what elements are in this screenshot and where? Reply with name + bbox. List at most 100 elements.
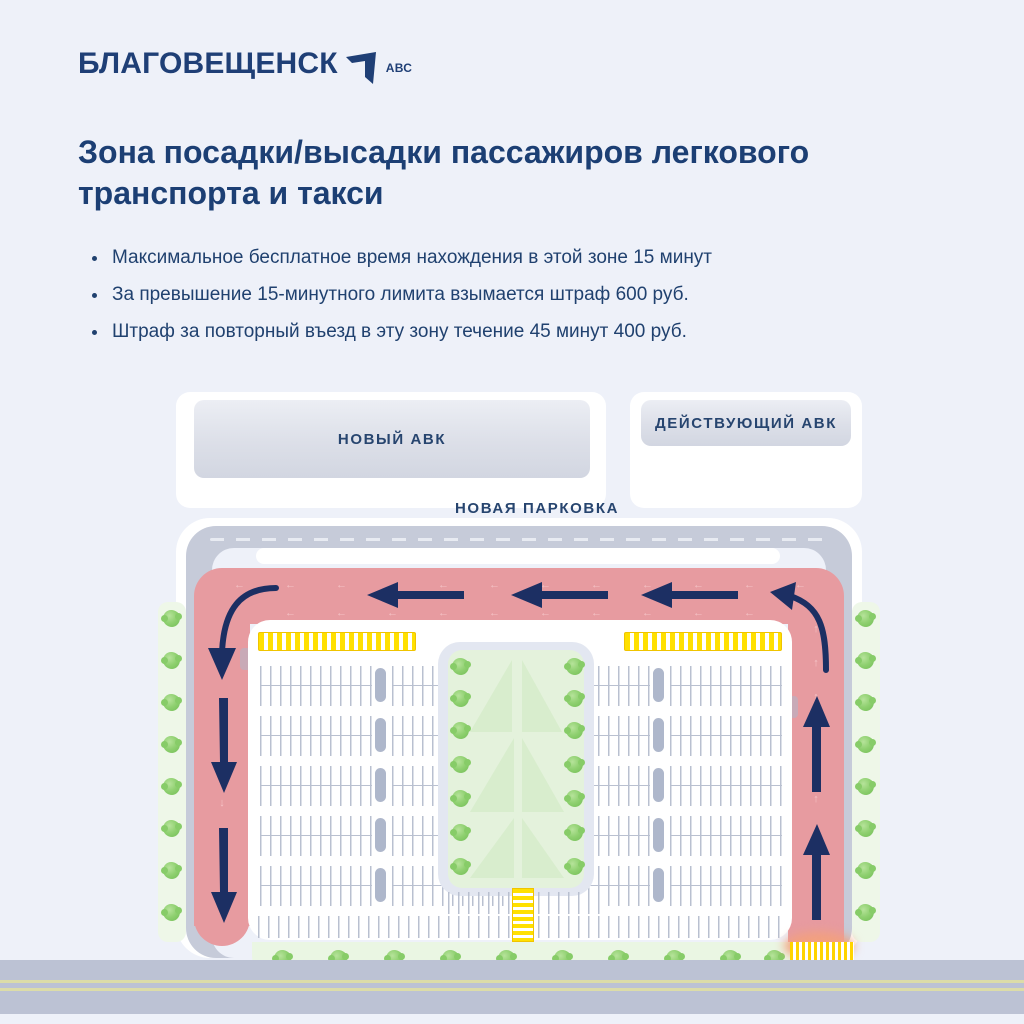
tree-icon xyxy=(855,694,876,711)
stall-divider-pill xyxy=(653,868,664,902)
stall-divider-pill xyxy=(375,718,386,752)
stall-rule xyxy=(670,885,782,887)
stall-rule xyxy=(670,735,782,737)
direction-arrow-right-curve xyxy=(766,570,838,685)
tree-icon xyxy=(161,778,182,795)
list-item-label: Штраф за повторный въезд в эту зону тече… xyxy=(112,321,687,342)
page-title: Зона посадки/высадки пассажиров легковог… xyxy=(78,134,810,211)
island-pattern xyxy=(522,818,564,878)
tree-icon xyxy=(855,862,876,879)
street-sidewalk-left xyxy=(0,1014,180,1024)
stall-rule xyxy=(538,785,650,787)
tree-icon xyxy=(161,652,182,669)
tree-icon xyxy=(450,722,471,739)
stall-divider-pill xyxy=(653,668,664,702)
direction-arrow-top-3 xyxy=(638,578,738,617)
direction-arrow-top-1 xyxy=(364,578,464,617)
stall-rule xyxy=(260,735,372,737)
tree-icon xyxy=(161,610,182,627)
tree-icon xyxy=(161,862,182,879)
stall-rule xyxy=(260,785,372,787)
rules-list: Максимальное бесплатное время нахождения… xyxy=(86,245,886,356)
bullet-dot-icon xyxy=(92,293,97,298)
stall-divider-pill xyxy=(375,668,386,702)
street-road xyxy=(0,960,1024,1014)
direction-arrow-left-2 xyxy=(206,828,240,929)
building-new-avk: НОВЫЙ АВК xyxy=(194,400,590,478)
tree-icon xyxy=(564,824,585,841)
stall-rule xyxy=(670,685,782,687)
tree-icon xyxy=(855,652,876,669)
street-center-line xyxy=(0,988,1024,991)
crosswalk-right xyxy=(624,632,782,651)
tree-icon xyxy=(855,904,876,921)
direction-arrow-top-2 xyxy=(508,578,608,617)
stall-divider-pill xyxy=(653,718,664,752)
crosswalk-center-vertical xyxy=(512,888,534,942)
list-item-label: Максимальное бесплатное время нахождения… xyxy=(112,247,713,268)
tree-icon xyxy=(855,820,876,837)
tree-icon xyxy=(450,858,471,875)
tree-icon xyxy=(450,690,471,707)
stall-rule xyxy=(538,885,650,887)
street-sidewalk-right xyxy=(380,1014,1024,1024)
tree-icon xyxy=(450,824,471,841)
stall-rule xyxy=(260,835,372,837)
direction-arrow-left-1 xyxy=(206,698,240,799)
stall-rule xyxy=(670,785,782,787)
stall-divider-pill xyxy=(375,818,386,852)
island-pattern xyxy=(522,738,564,812)
stall-rule xyxy=(670,835,782,837)
stall-row xyxy=(260,866,372,906)
tree-icon xyxy=(564,756,585,773)
stall-row xyxy=(670,866,782,906)
brand-wordmark: БЛАГОВЕЩЕНСК xyxy=(78,47,338,80)
crosswalk-left xyxy=(258,632,416,651)
stall-rule xyxy=(260,685,372,687)
stall-ticks xyxy=(538,892,600,914)
stall-rule xyxy=(538,685,650,687)
stall-row xyxy=(260,716,372,756)
tree-icon xyxy=(450,790,471,807)
bullet-dot-icon xyxy=(92,330,97,335)
brand-logo: БЛАГОВЕЩЕНСК АВС xyxy=(78,47,412,94)
street-center-line xyxy=(0,980,1024,983)
tree-icon xyxy=(161,820,182,837)
entrance-hatch xyxy=(790,942,854,960)
stall-row xyxy=(670,816,782,856)
green-island xyxy=(448,650,584,888)
tree-icon xyxy=(564,858,585,875)
tree-icon xyxy=(161,694,182,711)
tree-icon xyxy=(855,610,876,627)
building-label: НОВЫЙ АВК xyxy=(337,430,447,448)
tree-icon xyxy=(564,690,585,707)
island-pattern xyxy=(522,660,562,732)
list-item: За превышение 15-минутного лимита взымае… xyxy=(86,282,886,308)
road-dash-line xyxy=(210,538,826,541)
direction-arrow-right-2 xyxy=(800,824,834,925)
list-item: Штраф за повторный въезд в эту зону тече… xyxy=(86,319,886,345)
island-pattern xyxy=(470,738,514,812)
stall-divider-pill xyxy=(653,768,664,802)
list-item: Максимальное бесплатное время нахождения… xyxy=(86,245,886,271)
tree-icon xyxy=(564,722,585,739)
stall-row-lower-left xyxy=(448,892,510,914)
stall-divider-pill xyxy=(375,868,386,902)
stall-divider-pill xyxy=(653,818,664,852)
island-pattern xyxy=(470,660,512,732)
stall-row xyxy=(670,716,782,756)
chevron-arrow-logo-icon xyxy=(340,47,382,94)
stall-row xyxy=(260,766,372,806)
stall-rule xyxy=(260,885,372,887)
stall-ticks xyxy=(448,892,510,914)
direction-arrow-left-curve xyxy=(200,576,280,691)
tree-icon xyxy=(450,756,471,773)
parking-map: НОВЫЙ АВК ДЕЙСТВУЮЩИЙ АВК НОВАЯ ПАРКОВКА… xyxy=(0,380,1024,1024)
building-existing-avk: ДЕЙСТВУЮЩИЙ АВК xyxy=(641,400,851,446)
bullet-dot-icon xyxy=(92,256,97,261)
stall-row xyxy=(670,666,782,706)
stall-row xyxy=(670,766,782,806)
tree-icon xyxy=(855,736,876,753)
stall-row xyxy=(260,666,372,706)
